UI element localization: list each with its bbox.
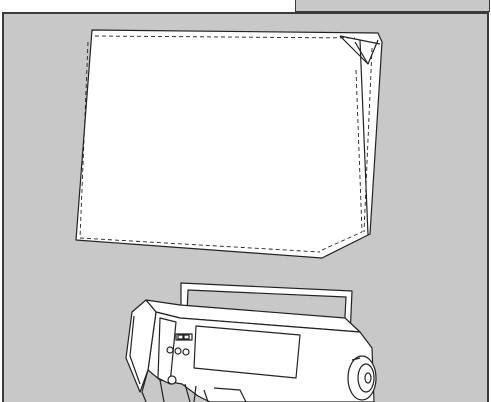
header-tab [295, 0, 490, 12]
illustration-svg [75, 29, 383, 402]
illustration-panel [2, 12, 489, 402]
dust-cover [75, 29, 383, 259]
sewing-machine [125, 282, 377, 402]
